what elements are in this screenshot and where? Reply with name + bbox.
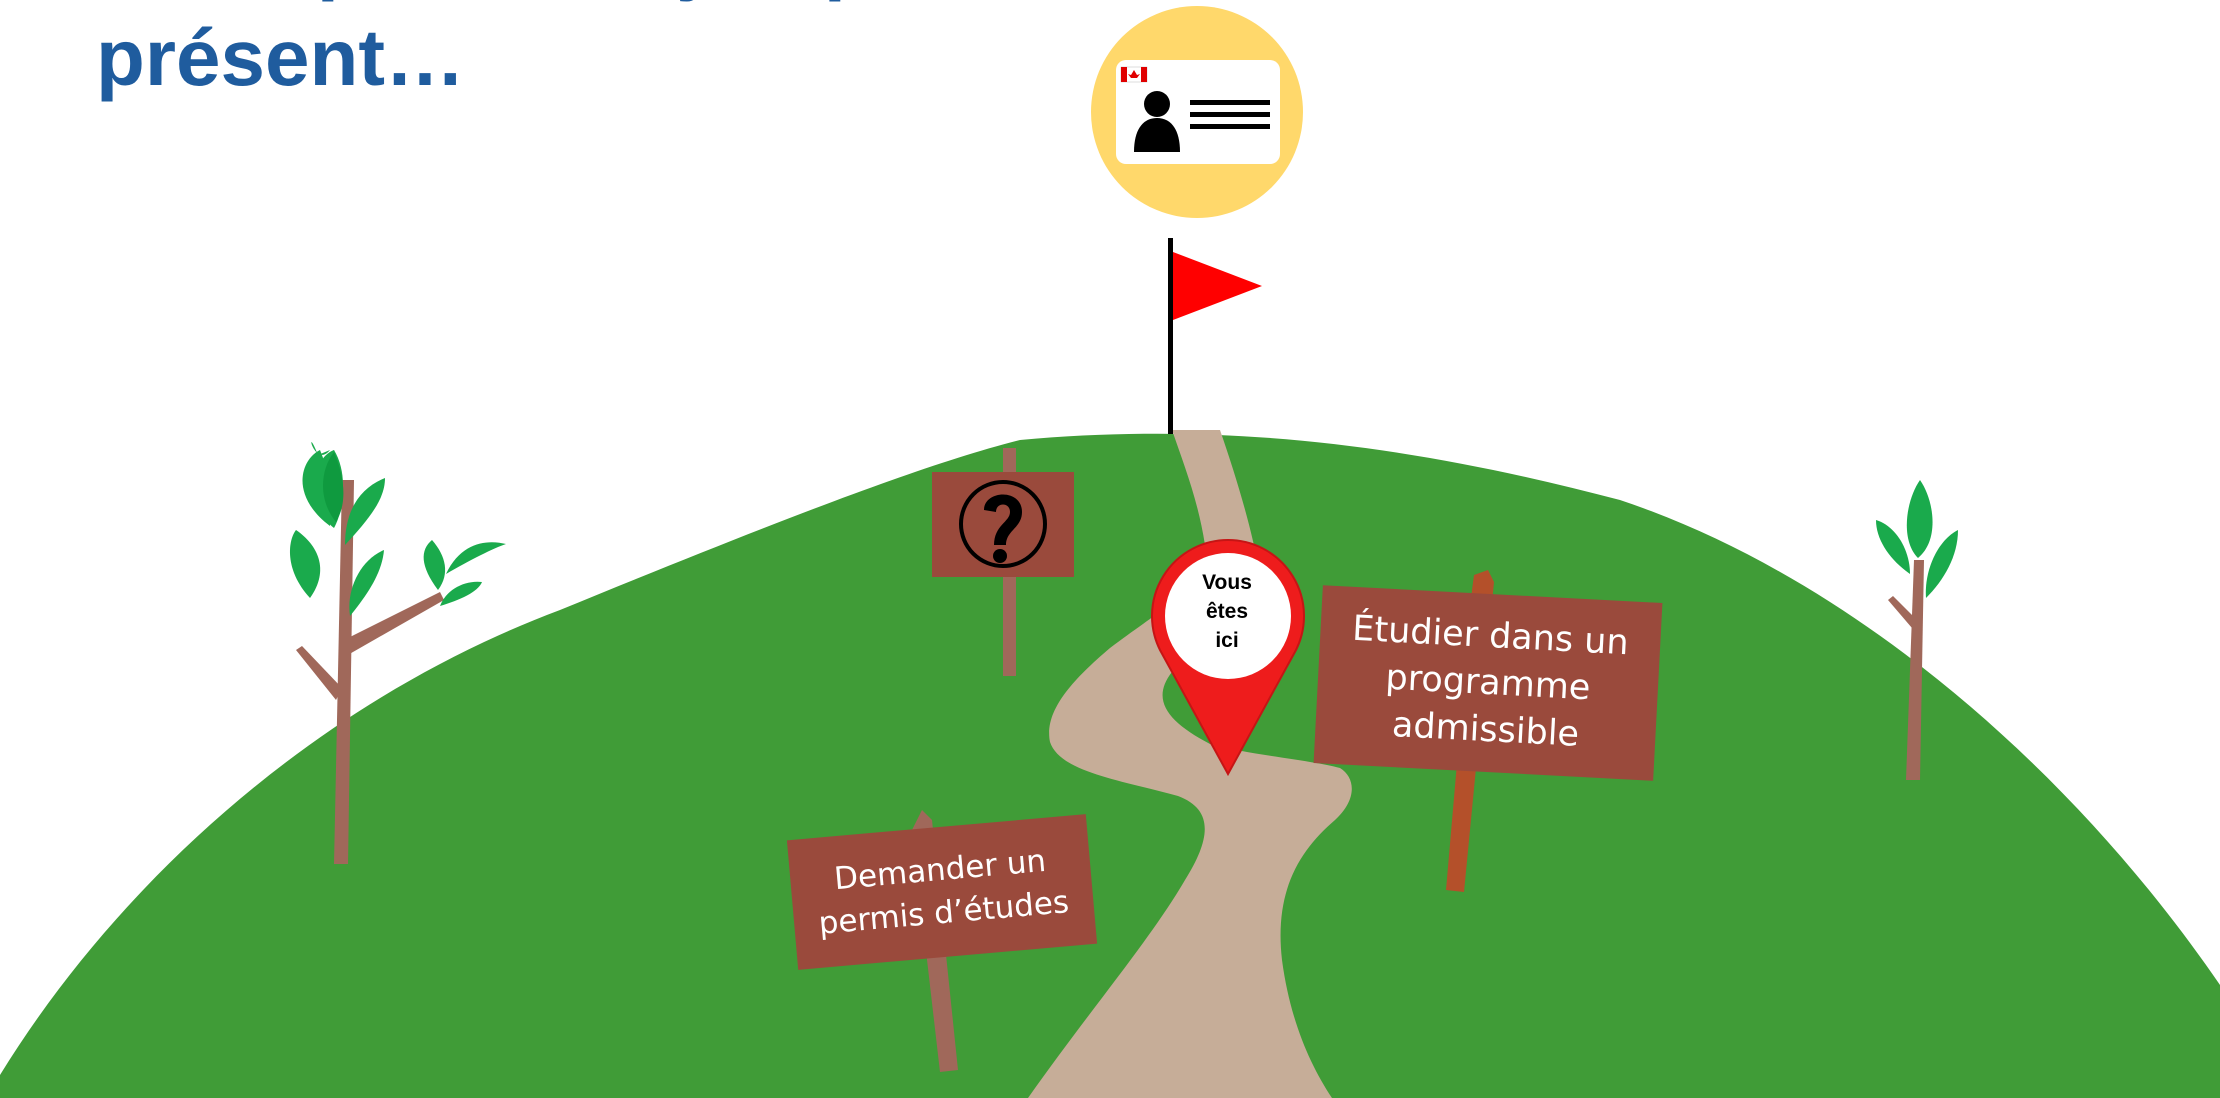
- marker-line: Vous: [1202, 571, 1252, 594]
- marker-line: êtes: [1205, 600, 1249, 623]
- page-title-line: Votre parcours jusqu’à: [96, 0, 961, 8]
- marker-line: ici: [1215, 629, 1239, 652]
- tree-right: [1876, 480, 1958, 780]
- tree-left: [289, 442, 506, 864]
- study-program-sign: Étudier dans un programme admissible: [1313, 585, 1663, 781]
- winding-path: [1028, 430, 1352, 1098]
- location-pin-icon: [1151, 539, 1305, 777]
- page-title-line: présent…: [96, 13, 465, 102]
- page-title: Votre parcours jusqu’à présent…: [96, 0, 961, 108]
- question-sign: [932, 448, 1074, 676]
- question-mark-icon: [959, 480, 1047, 568]
- study-permit-sign: Demander un permis d’études: [786, 814, 1098, 970]
- sign-line: admissible: [1391, 704, 1581, 755]
- you-are-here-label: Vous êtes ici: [1180, 568, 1274, 655]
- canadian-id-card-icon: [1091, 6, 1303, 218]
- red-flag-icon: [1168, 238, 1262, 434]
